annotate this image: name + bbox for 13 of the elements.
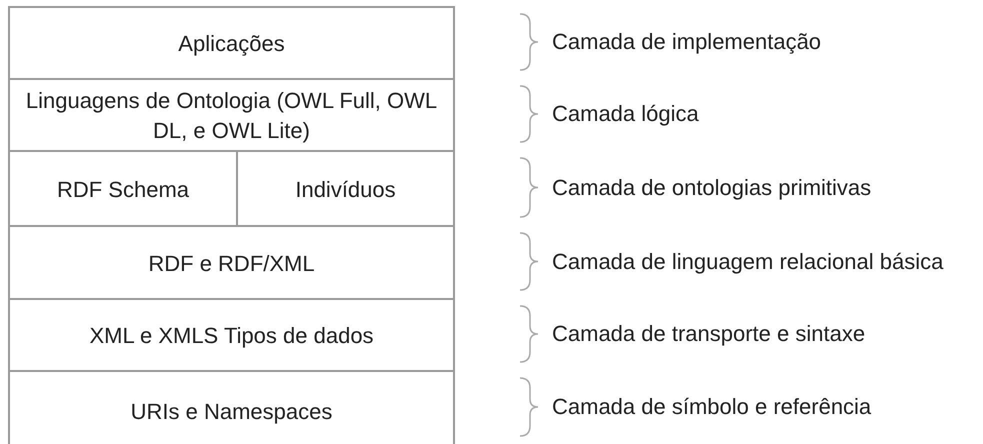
layer-caption: Camada de ontologias primitivas xyxy=(552,174,872,200)
layer-box: RDF e RDF/XML xyxy=(8,225,455,300)
layer-box: RDF Schema xyxy=(8,150,238,227)
layer-caption: Camada de símbolo e referência xyxy=(552,394,872,420)
layer-caption: Camada lógica xyxy=(552,101,699,127)
layer-caption: Camada de implementação xyxy=(552,29,822,55)
layer-box: URIs e Namespaces xyxy=(8,370,455,444)
layer-caption: Camada de transporte e sintaxe xyxy=(552,321,866,347)
layer-caption: Camada de linguagem relacional básica xyxy=(552,248,944,274)
layer-box: XML e XMLS Tipos de dados xyxy=(8,298,455,372)
layer-box: Indivíduos xyxy=(236,150,455,227)
layer-box: Aplicações xyxy=(8,6,455,80)
layer-box: Linguagens de Ontologia (OWL Full, OWL DL, e OWL Lite) xyxy=(8,78,455,152)
